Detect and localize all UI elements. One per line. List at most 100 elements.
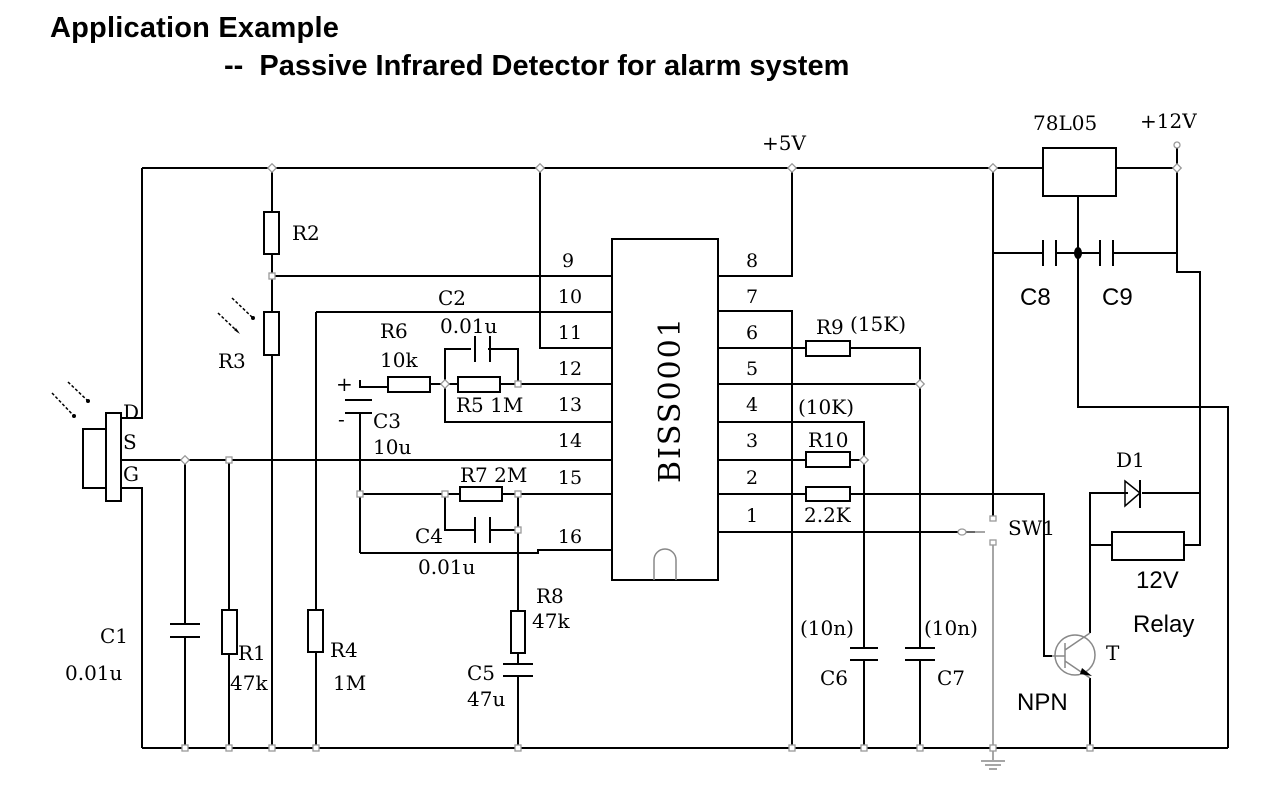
value-c4: 0.01u	[418, 555, 476, 579]
resistor-r2	[263, 211, 280, 255]
light-ray-icon	[67, 381, 89, 402]
capacitor-c5	[503, 663, 533, 677]
pin-1: 1	[746, 505, 758, 527]
label-c4: C4	[415, 524, 443, 548]
label-c7: C7	[937, 666, 965, 690]
pin-9: 9	[562, 250, 574, 272]
label-d1: D1	[1116, 448, 1145, 472]
title-line-2: -- Passive Infrared Detector for alarm s…	[224, 50, 850, 82]
resistor-r6	[387, 376, 431, 393]
c3-minus-sign: -	[338, 407, 345, 431]
pin-11: 11	[558, 322, 582, 344]
pin-13: 13	[558, 394, 582, 416]
label-r6: R6	[380, 319, 408, 343]
label-sw1: SW1	[1008, 516, 1055, 540]
label-r8: R8	[536, 584, 564, 608]
terminal-12v	[1173, 141, 1181, 149]
label-c5: C5	[467, 661, 495, 685]
pin-3: 3	[746, 430, 758, 452]
value-r6: 10k	[380, 348, 418, 372]
label-r1: R1	[238, 641, 266, 665]
value-r8: 47k	[532, 609, 570, 633]
pin-6: 6	[746, 322, 758, 344]
photoresistor-light-icon	[217, 297, 255, 334]
pin-14: 14	[558, 430, 582, 452]
c3-plus-sign: +	[336, 372, 353, 396]
label-c1: C1	[100, 624, 128, 648]
value-c3: 10u	[373, 435, 411, 459]
resistor-r7	[459, 486, 503, 502]
resistor-r1	[221, 609, 238, 655]
capacitor-c6	[850, 643, 878, 661]
chip-notch	[653, 548, 677, 580]
sensor-pin-s: S	[123, 430, 137, 454]
sensor-pin-g: G	[123, 462, 139, 486]
pin-16: 16	[558, 526, 582, 548]
value-r10: (10K)	[798, 395, 854, 419]
label-relay: Relay	[1133, 611, 1194, 638]
value-c5: 47u	[467, 687, 505, 711]
pin-2: 2	[746, 467, 758, 489]
transistor-npn	[1052, 632, 1096, 679]
value-2k2: 2.2K	[804, 503, 852, 527]
relay-coil	[1111, 531, 1185, 561]
resistor-r4	[307, 609, 324, 653]
pin-4: 4	[746, 394, 758, 416]
chip-label: BISS0001	[653, 316, 688, 483]
pin-7: 7	[746, 286, 758, 308]
label-c3: C3	[373, 409, 401, 433]
pin-10: 10	[558, 286, 582, 308]
capacitor-c8	[1042, 240, 1057, 266]
capacitor-c7	[905, 643, 935, 661]
label-relay-voltage: 12V	[1136, 567, 1179, 594]
label-r9: R9	[816, 315, 844, 339]
light-ray-icon	[51, 392, 75, 417]
label-r7: R7 2M	[460, 463, 527, 487]
pin-12: 12	[558, 358, 582, 380]
resistor-r8	[510, 610, 526, 654]
pin-5: 5	[746, 358, 758, 380]
label-r4: R4	[330, 638, 358, 662]
junction-nodes	[179, 162, 1183, 752]
label-12v: +12V	[1140, 109, 1197, 133]
label-78l05: 78L05	[1033, 111, 1097, 135]
resistor-r9	[805, 340, 851, 357]
diode-d1	[1124, 479, 1142, 508]
pin-15: 15	[558, 467, 582, 489]
chip-biss0001	[611, 238, 719, 581]
resistor-r3	[263, 311, 280, 356]
resistor-r10	[805, 451, 851, 468]
resistor-2k2	[805, 486, 851, 502]
label-r3: R3	[218, 349, 246, 373]
pin-8: 8	[746, 250, 758, 272]
capacitor-c4	[474, 517, 491, 543]
label-c9: C9	[1102, 284, 1133, 311]
wires	[120, 148, 1229, 749]
capacitor-c1	[170, 623, 200, 638]
label-t: T	[1106, 641, 1120, 665]
capacitor-c2	[474, 336, 491, 362]
value-c7: (10n)	[924, 616, 978, 640]
label-r5: R5 1M	[456, 393, 523, 417]
value-c2: 0.01u	[440, 314, 498, 338]
label-r10: R10	[808, 428, 849, 452]
pir-sensor	[51, 381, 122, 502]
label-c8: C8	[1020, 284, 1051, 311]
label-r2: R2	[292, 221, 320, 245]
value-c1: 0.01u	[65, 661, 123, 685]
value-c6: (10n)	[800, 616, 854, 640]
value-r4: 1M	[333, 671, 366, 695]
resistor-r5	[457, 376, 501, 393]
value-r1: 47k	[230, 671, 268, 695]
value-r9: (15K)	[850, 312, 906, 336]
sensor-pin-d: D	[123, 400, 139, 424]
switch-sw1	[957, 515, 997, 546]
title-line-1: Application Example	[50, 12, 340, 44]
label-5v: +5V	[762, 131, 806, 155]
capacitor-c3	[345, 399, 372, 414]
junction-dot	[1074, 247, 1082, 259]
ground-icon	[981, 748, 1005, 770]
label-c2: C2	[438, 286, 466, 310]
label-c6: C6	[820, 666, 848, 690]
